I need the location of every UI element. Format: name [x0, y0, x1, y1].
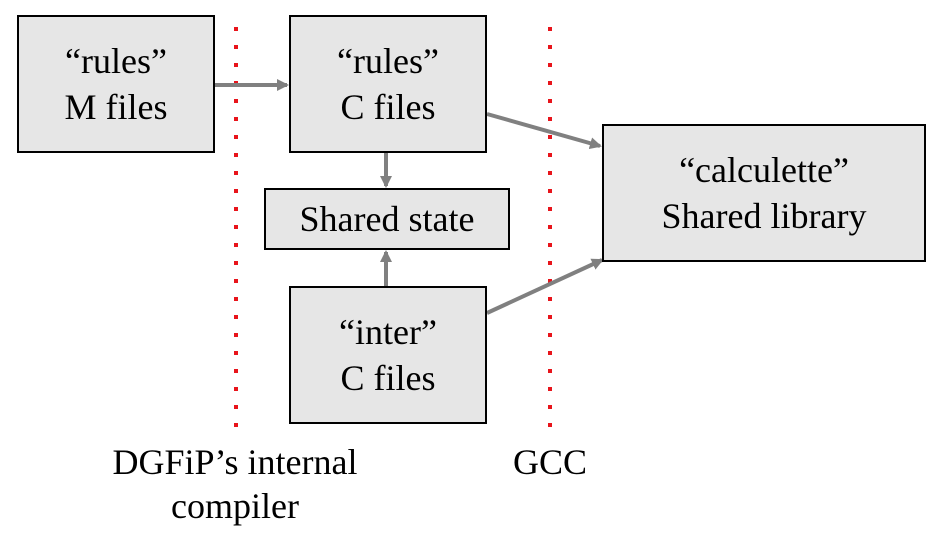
rules-c-files-subtitle: C files	[340, 87, 436, 127]
rules-c-files-title: “rules”	[337, 41, 439, 81]
inter-c-files-subtitle: C files	[340, 358, 436, 398]
inter-c-files-title: “inter”	[339, 312, 437, 352]
shared-state-box: Shared state	[264, 188, 510, 250]
shared-state-label: Shared state	[299, 199, 475, 239]
calculette-subtitle: Shared library	[661, 196, 867, 236]
gcc-label-text: GCC	[512, 442, 588, 482]
rules-m-files-subtitle: M files	[64, 87, 168, 127]
rules-m-files-box: “rules” M files	[17, 15, 215, 153]
calculette-title: “calculette”	[679, 150, 849, 190]
rules-m-files-title: “rules”	[65, 41, 167, 81]
rules-c-files-box: “rules” C files	[289, 15, 487, 153]
arrow-rules-c-to-calculette	[486, 112, 602, 150]
dgfip-label-line1: DGFiP’s internal	[112, 442, 358, 482]
calculette-library-box: “calculette” Shared library	[602, 124, 926, 262]
arrow-inter-c-to-calculette	[486, 258, 604, 315]
dgfip-label-line2: compiler	[171, 486, 299, 526]
inter-c-files-box: “inter” C files	[289, 286, 487, 424]
dgfip-compiler-stage-label: DGFiP’s internal compiler	[75, 440, 395, 528]
gcc-stage-label: GCC	[495, 440, 605, 484]
